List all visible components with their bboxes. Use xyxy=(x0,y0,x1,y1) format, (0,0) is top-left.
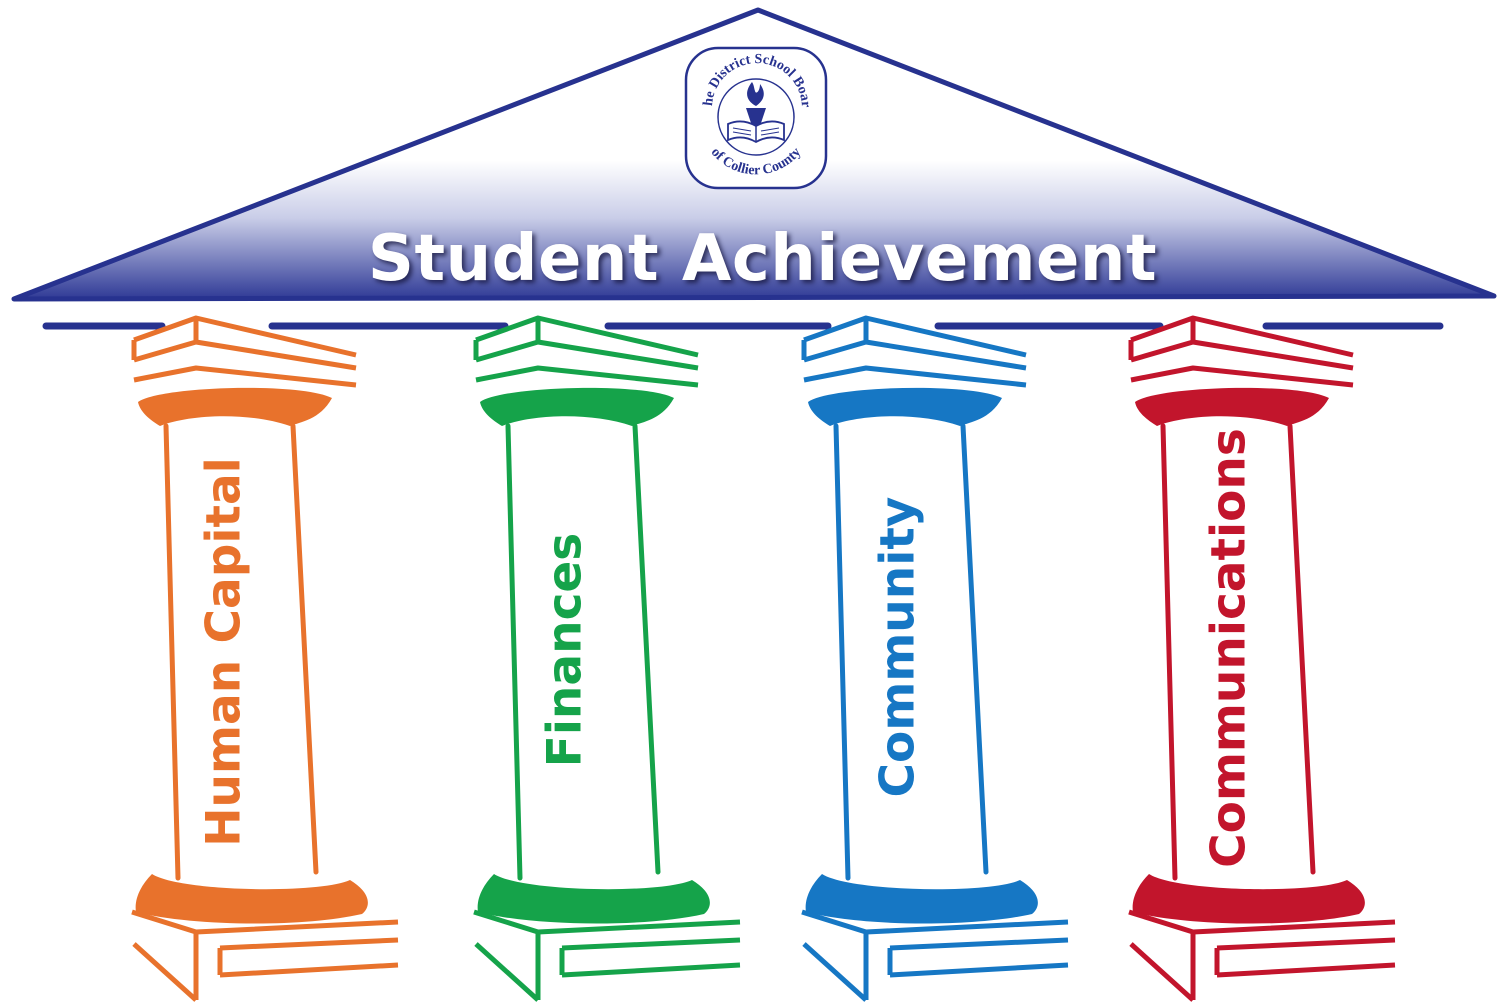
plinth-mid-edge xyxy=(1216,937,1396,951)
capital-mid-edge xyxy=(475,339,699,371)
capital-mid-edge xyxy=(133,339,357,371)
capital-echinus xyxy=(138,387,332,426)
plinth-lower-edge xyxy=(561,962,741,978)
pillar-human-capital xyxy=(131,315,399,1002)
capital-echinus xyxy=(808,387,1002,426)
shaft-right-line xyxy=(1287,423,1316,875)
plinth-lower-edge xyxy=(1216,962,1396,978)
plinth-lower-edge xyxy=(889,962,1069,978)
pillar-community xyxy=(801,315,1069,1002)
torch-and-book-icon xyxy=(727,82,785,144)
base-torus xyxy=(477,874,710,924)
plinth-mid-edge xyxy=(219,937,399,951)
base-torus xyxy=(135,874,368,924)
shaft-left-line xyxy=(163,423,181,881)
pillar-label-community: Community xyxy=(870,496,926,798)
plinth-mid-edge xyxy=(889,937,1069,951)
plinth-slant xyxy=(802,942,868,1002)
pillars-layer xyxy=(131,315,1396,1002)
capital-lower-edge xyxy=(803,365,1027,388)
roof-title: Student Achievement xyxy=(367,222,1158,296)
capital-lower-edge xyxy=(133,365,357,388)
pillar-label-human-capital: Human Capital xyxy=(196,457,252,847)
pillar-label-communications: Communications xyxy=(1201,428,1257,868)
capital-echinus xyxy=(480,387,674,426)
base-torus xyxy=(1132,874,1365,924)
plinth-mid-edge xyxy=(561,937,741,951)
plinth-lower-edge xyxy=(219,962,399,978)
pillar-communications xyxy=(1128,315,1396,1002)
pillar-finances xyxy=(473,315,741,1002)
pillar-label-finances: Finances xyxy=(537,532,593,768)
capital-lower-edge xyxy=(1130,365,1354,388)
base-torus xyxy=(805,874,1038,924)
shaft-right-line xyxy=(632,423,661,875)
plinth-slant xyxy=(1129,942,1195,1002)
capital-mid-edge xyxy=(1130,339,1354,371)
shaft-left-line xyxy=(1160,423,1178,881)
plinth-slant xyxy=(474,942,540,1002)
capital-lower-edge xyxy=(475,365,699,388)
capital-mid-edge xyxy=(803,339,1027,371)
shaft-left-line xyxy=(833,423,851,881)
capital-echinus xyxy=(1135,387,1329,426)
shaft-left-line xyxy=(505,423,523,881)
plinth-slant xyxy=(132,942,198,1002)
shaft-right-line xyxy=(290,423,319,875)
shaft-right-line xyxy=(960,423,989,875)
